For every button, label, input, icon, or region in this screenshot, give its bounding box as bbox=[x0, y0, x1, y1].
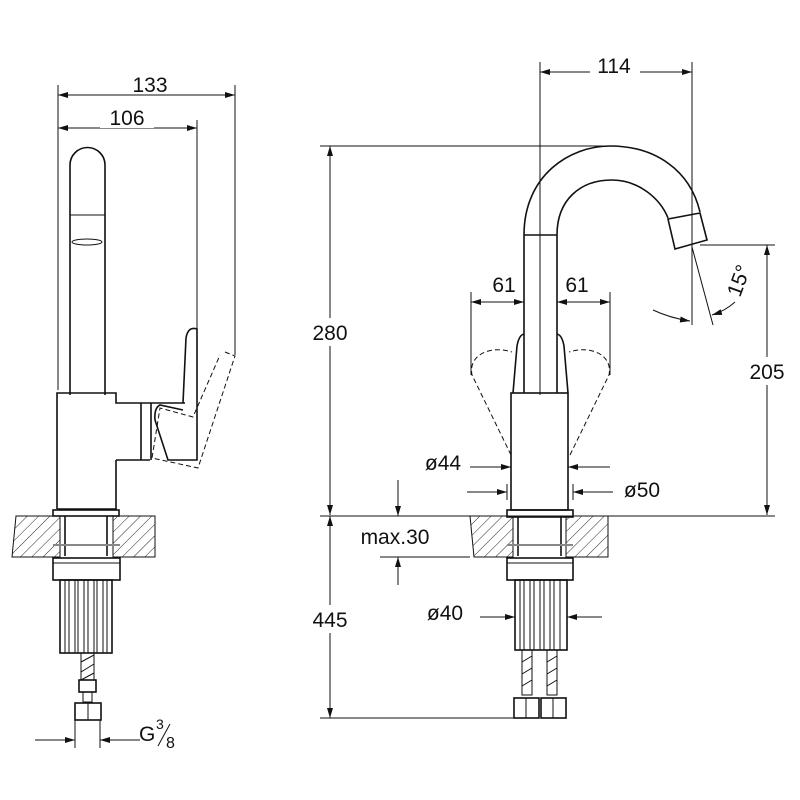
dim-205: 205 bbox=[700, 244, 794, 515]
faucet-body bbox=[56, 392, 185, 510]
lever-handle-front bbox=[512, 333, 569, 394]
dim-label-445: 445 bbox=[312, 609, 347, 632]
supply-hose bbox=[74, 652, 102, 721]
spout-aerator bbox=[667, 212, 708, 250]
dim-label-114: 114 bbox=[597, 55, 631, 78]
dim-106: 106 bbox=[58, 107, 198, 330]
swivel-spout bbox=[523, 145, 701, 393]
fixing-nut-front bbox=[506, 557, 574, 581]
spout bbox=[69, 146, 106, 395]
dim-label-num: 3 bbox=[156, 716, 164, 732]
dim-445: 445 bbox=[305, 516, 525, 719]
dim-label-61-left: 61 bbox=[492, 274, 515, 297]
dim-280: 280 bbox=[305, 145, 608, 515]
dim-label-den: 8 bbox=[166, 735, 175, 752]
dim-o50: ø50 bbox=[467, 479, 660, 502]
countertop-section-front bbox=[469, 515, 514, 558]
lever-swing-left bbox=[471, 349, 513, 456]
dim-label-133: 133 bbox=[132, 74, 167, 97]
dim-label-max30: max.30 bbox=[361, 526, 430, 549]
dim-label-g: G bbox=[139, 723, 155, 746]
dim-label-280: 280 bbox=[312, 322, 347, 345]
dim-o40: ø40 bbox=[427, 602, 602, 625]
faucet-body-front bbox=[510, 392, 569, 511]
threaded-shank bbox=[59, 579, 113, 654]
lever-handle bbox=[154, 327, 198, 461]
dim-max-30: max.30 bbox=[361, 480, 470, 585]
lever-swing-right bbox=[568, 349, 610, 456]
dim-15-degrees: 15° bbox=[652, 246, 756, 326]
dim-label-205: 205 bbox=[749, 361, 784, 384]
dim-114: 114 bbox=[539, 54, 693, 395]
threaded-shank-front bbox=[514, 579, 568, 651]
dim-61-handles: 61 61 bbox=[470, 274, 611, 375]
dim-label-61-right: 61 bbox=[565, 274, 588, 297]
dim-label-o44: ø44 bbox=[425, 452, 462, 475]
aerator bbox=[71, 238, 103, 246]
side-view: 133 106 bbox=[11, 74, 236, 752]
lever-open-position bbox=[151, 351, 236, 469]
dim-label-15: 15° bbox=[723, 262, 755, 300]
dim-133: 133 bbox=[57, 74, 236, 390]
dim-label-106: 106 bbox=[109, 107, 144, 130]
dim-g3-8: G 3 8 bbox=[35, 716, 175, 752]
dim-label-o40: ø40 bbox=[427, 602, 463, 625]
countertop-section bbox=[11, 515, 61, 558]
front-view: 114 280 15° 205 61 bbox=[305, 54, 794, 719]
dim-o44: ø44 bbox=[425, 452, 610, 475]
fixing-nut bbox=[52, 557, 121, 581]
supply-hoses-front bbox=[513, 649, 567, 719]
dim-label-o50: ø50 bbox=[624, 479, 660, 502]
